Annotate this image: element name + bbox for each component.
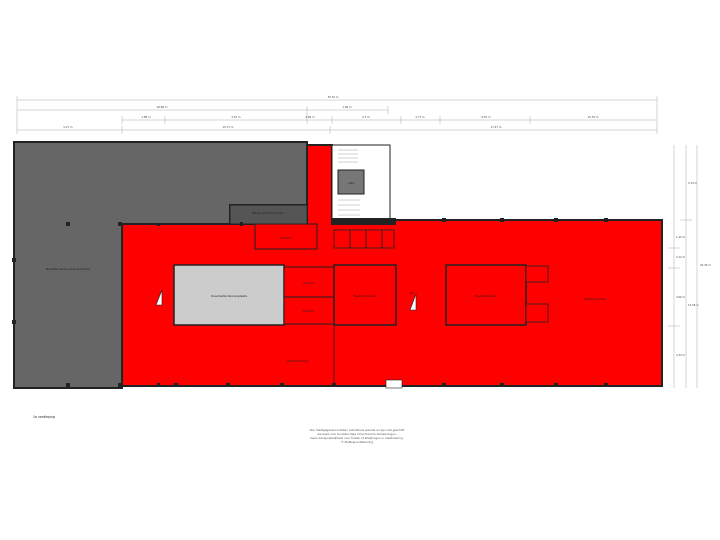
- dim-top-total: 35.32 m: [328, 95, 339, 99]
- disclaimer-line-3: Geen aansprakelijkheid voor fouten of af…: [310, 436, 403, 440]
- dim-row2-left: 18.88 m: [157, 105, 168, 109]
- room-vide-label: vide: [348, 181, 355, 185]
- dim-right-inner-2: 3.12 m: [676, 255, 686, 259]
- dim-row3-1: 1.88 m: [141, 115, 151, 119]
- dim-right-mid-2: 15.56 m: [688, 303, 699, 307]
- room-top-label: Bergruimte/techniek: [253, 211, 284, 215]
- dim-row4-3: 17.47 m: [491, 125, 502, 129]
- floor-label: 1e verdieping: [33, 415, 55, 419]
- lift-shaft: [337, 169, 365, 195]
- office-1: [283, 266, 335, 298]
- top-dimensions: [16, 96, 658, 134]
- room-r3: [333, 264, 397, 326]
- door-marker-wc: [409, 293, 417, 311]
- dim-row4-1: 5.27 m: [63, 125, 73, 129]
- disclaimer-line-2: als basis voor bouwkundige of technische…: [317, 432, 396, 436]
- room-grey-left-label: Bedrijfsruimte (niet geschikt): [46, 267, 90, 271]
- dim-right-inner-3: 4.06 m: [676, 295, 686, 299]
- dim-row3-4: 0.3 m: [362, 115, 370, 119]
- dim-row4-2: 10.71 m: [223, 125, 234, 129]
- right-dimension-labels: 20.36 m 4.79 m 15.56 m 1.45 m 3.12 m 4.0…: [676, 181, 711, 357]
- dim-row3-2: 4.67 m: [231, 115, 241, 119]
- disclaimer-line-1: Alle maatgegevens hebben indicatieve waa…: [310, 428, 406, 432]
- dim-row3-3: 4.09 m: [305, 115, 315, 119]
- dim-row3-5: 2.77 m: [415, 115, 425, 119]
- staircase: [338, 149, 360, 216]
- wall-segment: [332, 218, 396, 224]
- room-r6-label: Bedrijfsruimte: [584, 297, 605, 301]
- dim-right-inner-4: 4.34 m: [676, 353, 686, 357]
- room-small-top-label: Kantoor: [280, 236, 293, 240]
- room-courtyard-label: Overdekte binnenplaats: [211, 294, 248, 298]
- door-marker-left: [155, 289, 163, 306]
- dim-right-outer: 20.36 m: [700, 263, 711, 267]
- dim-row3-6: 6.55 m: [481, 115, 491, 119]
- disclaimer: Alle maatgegevens hebben indicatieve waa…: [310, 428, 406, 444]
- bottom-door: [385, 379, 403, 389]
- disclaimer-line-4: © Plattegrondtekening: [341, 440, 373, 444]
- dim-row3-7: 10.35 m: [588, 115, 599, 119]
- room-r3-label: Bedrijfsruimte: [354, 294, 375, 298]
- room-r5: [445, 264, 527, 326]
- room-r5-label: Bedrijfsruimte: [475, 294, 496, 298]
- storage-cells: [333, 229, 395, 249]
- room-wc-label: WC: [409, 291, 414, 295]
- dim-row2-right: 1.98 m: [342, 105, 352, 109]
- room-r1-label: Kantoor: [303, 281, 316, 285]
- dim-right-inner-1: 1.45 m: [676, 235, 686, 239]
- side-cells: [525, 265, 549, 323]
- small-office: [254, 223, 318, 250]
- dim-right-mid-1: 4.79 m: [688, 181, 698, 185]
- room-main-label: Bedrijfsruimte: [287, 359, 308, 363]
- columns: [12, 218, 608, 387]
- right-dimensions: [668, 145, 698, 388]
- room-r2-label: Kantoor: [303, 309, 316, 313]
- office-2: [283, 296, 335, 325]
- courtyard: [173, 264, 285, 326]
- top-dimension-labels: 35.32 m 18.88 m 1.98 m 1.88 m 4.67 m 4.0…: [63, 95, 598, 129]
